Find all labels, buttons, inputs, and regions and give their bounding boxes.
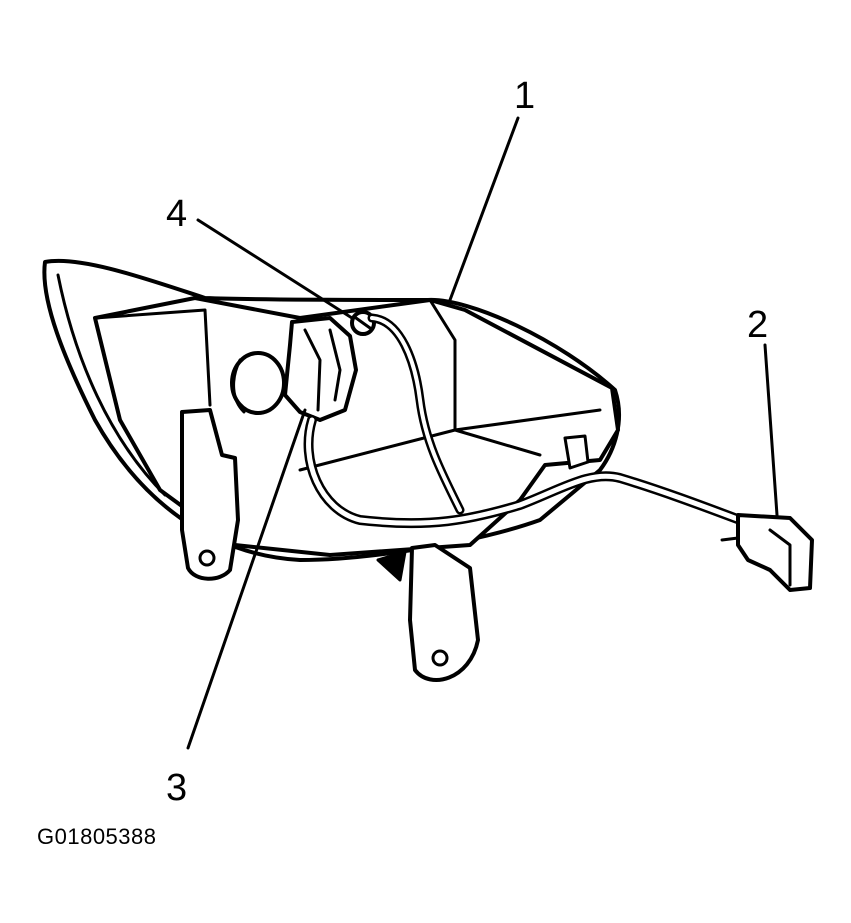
- housing-rear-face: [428, 298, 602, 432]
- housing-floor: [298, 428, 542, 472]
- leader-line-2: [763, 343, 779, 517]
- tab-notch: [376, 550, 407, 582]
- mounting-hole-center: [431, 649, 449, 667]
- mounting-tab-center: [408, 543, 480, 682]
- leader-line-3: [186, 408, 307, 750]
- callout-2-label: 2: [747, 304, 768, 346]
- bulb-socket: [230, 351, 286, 415]
- wiring-harness-inner: [306, 417, 743, 526]
- connector-latch: [720, 528, 792, 587]
- lamp-lens: [42, 258, 622, 562]
- harness-connector: [736, 513, 814, 592]
- screw-slot: [354, 316, 372, 330]
- harness-clip: [563, 434, 590, 470]
- leader-line-4: [196, 218, 354, 320]
- callout-3-label: 3: [166, 767, 187, 809]
- callout-1-label: 1: [514, 75, 535, 117]
- mounting-tab-left: [180, 408, 240, 581]
- callout-4-label: 4: [166, 193, 187, 235]
- figure-id: G01805388: [37, 824, 157, 849]
- mounting-hole-left: [198, 549, 216, 567]
- housing-top-edge: [93, 308, 212, 407]
- connector-detail: [303, 328, 342, 412]
- socket-shadow: [232, 358, 246, 414]
- lens-inner-edge: [56, 273, 167, 497]
- wiring-harness-upper-inner: [370, 316, 462, 512]
- leader-line-1: [448, 116, 520, 302]
